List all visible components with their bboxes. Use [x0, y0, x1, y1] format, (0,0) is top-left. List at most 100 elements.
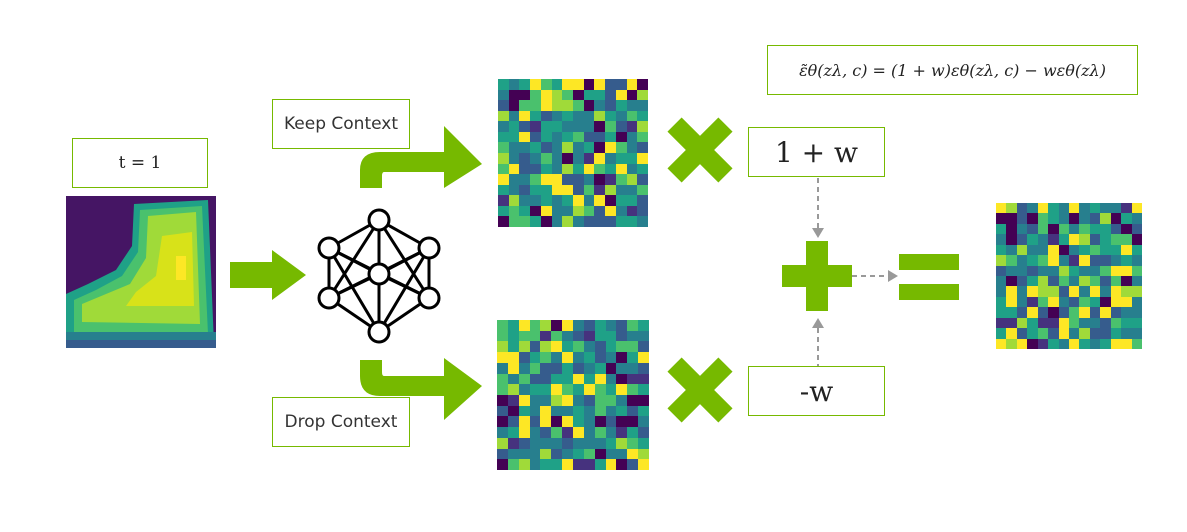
heatmap-cell — [626, 79, 638, 90]
heatmap-cell — [1110, 213, 1122, 224]
heatmap-cell — [551, 142, 563, 153]
heatmap-cell — [605, 89, 616, 101]
heatmap-cell — [572, 405, 584, 417]
heatmap-cell — [583, 437, 595, 449]
heatmap-cell — [1048, 307, 1059, 318]
heatmap-cell — [1037, 213, 1049, 224]
heatmap-cell — [594, 395, 606, 406]
heatmap-cell — [573, 110, 584, 122]
heatmap-cell — [498, 110, 509, 122]
heatmap-cell — [529, 341, 541, 353]
heatmap-cell — [1089, 203, 1101, 214]
heatmap-cell — [1110, 307, 1122, 318]
heatmap-cell — [1069, 317, 1080, 329]
heatmap-cell — [1006, 328, 1017, 339]
heatmap-cell — [572, 427, 584, 438]
heatmap-cell — [1048, 203, 1059, 214]
heatmap-cell — [605, 405, 617, 417]
heatmap-cell — [616, 341, 628, 353]
heatmap-cell — [605, 195, 616, 206]
weight-plus-box: 1 + w — [748, 127, 885, 177]
heatmap-cell — [637, 142, 648, 153]
heatmap-cell — [1048, 234, 1059, 245]
heatmap-cell — [1131, 234, 1142, 245]
heatmap-cell — [638, 384, 649, 395]
heatmap-cell — [551, 427, 563, 438]
heatmap-cell — [583, 174, 595, 185]
heatmap-cell — [1048, 328, 1059, 339]
heatmap-cell — [519, 121, 531, 132]
heatmap-cell — [627, 320, 639, 331]
heatmap-cell — [996, 244, 1007, 256]
formula-box: ε̃θ(zλ, c) = (1 + w)εθ(zλ, c) − wεθ(zλ) — [767, 45, 1138, 95]
heatmap-cell — [594, 437, 606, 449]
heatmap-cell — [626, 131, 638, 143]
heatmap-cell — [605, 459, 617, 470]
heatmap-cell — [1110, 234, 1122, 245]
heatmap-cell — [1006, 203, 1017, 214]
heatmap-cell — [497, 352, 508, 363]
heatmap-cell — [583, 416, 595, 428]
heatmap-cell — [551, 100, 563, 111]
heatmap-cell — [594, 427, 606, 438]
heatmap-cell — [605, 330, 617, 342]
heatmap-cell — [996, 328, 1007, 339]
heatmap-cell — [562, 174, 573, 185]
heatmap-cell — [615, 110, 627, 122]
heatmap-cell — [1131, 244, 1142, 256]
heatmap-cell — [583, 352, 595, 363]
heatmap-cell — [529, 427, 541, 438]
heatmap-cell — [497, 427, 508, 438]
heatmap-cell — [1089, 328, 1101, 339]
heatmap-cell — [594, 373, 606, 385]
heatmap-cell — [1037, 317, 1049, 329]
heatmap-cell — [507, 384, 519, 395]
heatmap-cell — [497, 416, 508, 428]
heatmap-cell — [1079, 213, 1090, 224]
heatmap-cell — [1079, 203, 1090, 214]
heatmap-cell — [996, 276, 1007, 287]
guidance-formula: ε̃θ(zλ, c) = (1 + w)εθ(zλ, c) − wεθ(zλ) — [799, 60, 1106, 80]
heatmap-cell — [507, 459, 519, 470]
heatmap-cell — [551, 320, 563, 331]
heatmap-cell — [1016, 328, 1028, 339]
heatmap-cell — [519, 174, 531, 185]
heatmap-cell — [615, 174, 627, 185]
heatmap-cell — [518, 352, 530, 363]
heatmap-cell — [1027, 307, 1038, 318]
heatmap-cell — [627, 427, 639, 438]
heatmap-cell — [1027, 286, 1038, 297]
heatmap-cell — [540, 427, 552, 438]
heatmap-cell — [562, 131, 573, 143]
heatmap-cell — [529, 437, 541, 449]
heatmap-cell — [519, 142, 531, 153]
heatmap-cell — [551, 330, 563, 342]
heatmap-cell — [1121, 255, 1132, 266]
heatmap-cell — [1058, 338, 1069, 349]
heatmap-cell — [1110, 317, 1122, 329]
heatmap-cell — [1131, 213, 1142, 224]
heatmap-cell — [1110, 328, 1122, 339]
heatmap-cell — [1006, 338, 1017, 349]
heatmap-cell — [497, 437, 508, 449]
heatmap-cell — [507, 405, 519, 417]
heatmap-cell — [1079, 223, 1090, 235]
heatmap-cell — [498, 100, 509, 111]
heatmap-cell — [572, 416, 584, 428]
heatmap-cell — [1069, 234, 1080, 245]
heatmap-cell — [540, 89, 552, 101]
heatmap-cell — [1069, 265, 1080, 276]
heatmap-cell — [1121, 265, 1132, 276]
heatmap-cell — [583, 341, 595, 353]
heatmap-cell — [562, 100, 573, 111]
heatmap-cell — [1121, 223, 1132, 235]
heatmap-cell — [1016, 244, 1028, 256]
heatmap-cell — [627, 341, 639, 353]
input-image-svg — [66, 196, 216, 348]
heatmap-cell — [562, 195, 573, 206]
heatmap-cell — [507, 395, 519, 406]
heatmap-cell — [1131, 328, 1142, 339]
keep-context-arrow — [360, 126, 482, 188]
heatmap-cell — [529, 362, 541, 374]
heatmap-cell — [529, 395, 541, 406]
